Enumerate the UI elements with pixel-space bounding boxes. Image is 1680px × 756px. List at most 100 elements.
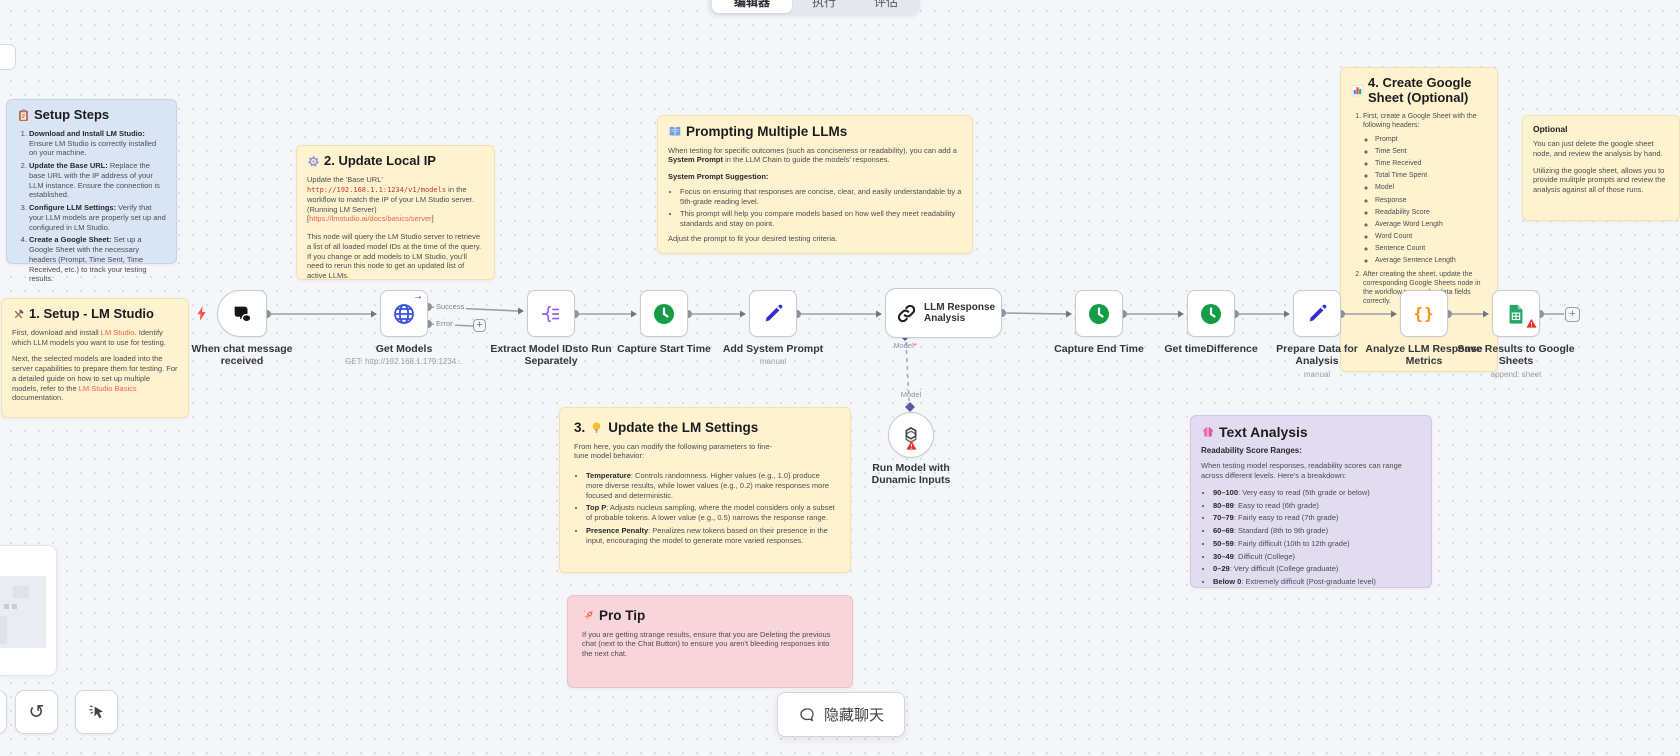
- node-label: Get timeDifference: [1164, 343, 1258, 355]
- sticky-optional[interactable]: Optional You can just delete the google …: [1522, 115, 1680, 221]
- cursor-icon: [88, 705, 103, 719]
- node-run-model[interactable]: [888, 412, 934, 458]
- sticky-title: 2. Update Local IP: [307, 153, 484, 169]
- panel-toggle-button[interactable]: [0, 44, 16, 70]
- wire-label-success: Success: [434, 302, 467, 311]
- brain-icon: [1203, 427, 1213, 437]
- tab-editor[interactable]: 编辑器: [712, 0, 793, 13]
- sticky-paragraph: If you are getting strange results, ensu…: [582, 629, 831, 659]
- setup-step: Download and Install LM Studio: Ensure L…: [29, 129, 166, 158]
- sticky-paragraph: Adjust the prompt to fit your desired te…: [668, 233, 838, 243]
- sticky-paragraph: Next, the selected models are loaded int…: [12, 354, 178, 403]
- node-get-time-difference[interactable]: [1187, 290, 1235, 337]
- tidy-up-button[interactable]: [75, 690, 118, 734]
- setting-item: Temperature: Controls randomness. Higher…: [586, 471, 836, 500]
- range-item: 80–89: Easy to read (6th grade): [1213, 501, 1421, 511]
- node-label: Capture Start Time: [617, 343, 711, 355]
- add-node-button-end[interactable]: +: [1565, 307, 1580, 322]
- book-icon: [669, 126, 681, 137]
- node-capture-start-time[interactable]: [640, 290, 688, 337]
- gear-icon: [308, 156, 319, 167]
- range-item: 70–79: Fairly easy to read (7th grade): [1213, 513, 1421, 523]
- bulb-icon: [592, 422, 601, 433]
- sheet-header: Average Word Length: [1375, 220, 1487, 229]
- lm-server-link[interactable]: https://lmstudio.ai/docs/basics/server: [309, 214, 432, 224]
- suggestion-item: This prompt will help you compare models…: [680, 209, 962, 229]
- sticky-paragraph: You can just delete the google sheet nod…: [1533, 139, 1663, 158]
- sheet-header: Average Sentence Length: [1375, 256, 1487, 265]
- node-llm-response-analysis[interactable]: LLM Response Analysis: [885, 288, 1002, 338]
- tab-evaluations[interactable]: 评估: [874, 0, 899, 9]
- tab-executions[interactable]: 执行: [812, 0, 837, 9]
- sticky-title: Prompting Multiple LLMs: [668, 124, 962, 140]
- pencil-icon: [765, 304, 783, 321]
- sticky-subhead: Readability Score Ranges:: [1201, 446, 1302, 456]
- node-label: Run Model with Dunamic Inputs: [871, 462, 951, 487]
- sticky-prompting-llms[interactable]: Prompting Multiple LLMs When testing for…: [657, 115, 973, 254]
- node-subtitle: manual: [1303, 369, 1331, 379]
- sheet-header: Time Sent: [1375, 147, 1487, 156]
- node-prepare-data[interactable]: [1293, 290, 1341, 337]
- undo-icon: ↺: [28, 701, 45, 723]
- globe-icon: [394, 303, 414, 324]
- cut-button[interactable]: [0, 690, 7, 734]
- sticky-title: 3. Update the LM Settings: [574, 420, 759, 435]
- tools-icon: [14, 309, 24, 319]
- hide-chat-button[interactable]: 隐藏聊天: [777, 692, 905, 737]
- trigger-bolt-icon: [196, 305, 208, 327]
- lm-studio-link[interactable]: LM Studio: [100, 327, 135, 337]
- hide-chat-label: 隐藏聊天: [823, 707, 884, 724]
- split-icon: [541, 305, 560, 322]
- view-tabs: 编辑器 执行 评估: [708, 0, 921, 16]
- node-extract-model-ids[interactable]: [527, 290, 575, 337]
- node-subtitle: GET: http://192.168.1.179:1234...: [345, 357, 463, 367]
- sheet-step: First, create a Google Sheet with the fo…: [1363, 112, 1487, 265]
- node-get-models[interactable]: →: [380, 290, 428, 337]
- minimap[interactable]: [0, 545, 57, 676]
- wire-label-error: Error: [434, 319, 455, 328]
- range-item: 0–29: Very difficult (College graduate): [1213, 564, 1421, 574]
- rocket-icon: [583, 610, 594, 620]
- add-node-button-error[interactable]: +: [473, 319, 486, 332]
- setup-step: Create a Google Sheet: Set up a Google S…: [29, 235, 166, 284]
- node-label: Analyze LLM Response Metrics: [1365, 343, 1483, 368]
- sticky-paragraph: Utilizing the google sheet, allows you t…: [1533, 165, 1666, 195]
- port-label-model-required: Model*: [893, 341, 917, 350]
- chat-bubble-icon: [800, 707, 814, 721]
- sticky-title: 4. Create Google Sheet (Optional): [1351, 75, 1487, 106]
- node-capture-end-time[interactable]: [1075, 290, 1123, 337]
- clock-icon: [1201, 303, 1221, 324]
- node-save-google-sheets[interactable]: [1492, 290, 1540, 337]
- sticky-setup-lm-studio[interactable]: 1. Setup - LM Studio First, download and…: [1, 298, 189, 418]
- node-chat-trigger[interactable]: [217, 290, 267, 337]
- sticky-pro-tip[interactable]: Pro Tip If you are getting strange resul…: [567, 595, 853, 688]
- node-analyze-metrics[interactable]: {}: [1400, 290, 1448, 337]
- sheet-header: Response: [1375, 196, 1487, 205]
- node-add-system-prompt[interactable]: [749, 290, 797, 337]
- warning-icon: [1526, 316, 1537, 334]
- sticky-title: Setup Steps: [17, 107, 166, 123]
- port-label-model: Model: [900, 390, 922, 399]
- sticky-text-analysis[interactable]: Text Analysis Readability Score Ranges: …: [1190, 415, 1432, 588]
- node-subtitle: manual: [759, 357, 787, 367]
- range-item: Below 0: Extremely difficult (Post-gradu…: [1213, 577, 1421, 587]
- sheets-icon: [1509, 304, 1523, 324]
- sheet-header: Total Time Spent: [1375, 171, 1487, 180]
- sticky-paragraph: When testing for specific outcomes (such…: [668, 145, 957, 165]
- sticky-setup-steps[interactable]: Setup Steps Download and Install LM Stud…: [6, 99, 177, 283]
- sticky-create-google-sheet[interactable]: 4. Create Google Sheet (Optional) First,…: [1340, 67, 1498, 372]
- setting-item: Top P: Adjusts nucleus sampling, where t…: [586, 503, 836, 523]
- clock-icon: [654, 303, 674, 324]
- sticky-title: Pro Tip: [582, 608, 838, 624]
- sticky-title: 1. Setup - LM Studio: [12, 306, 178, 322]
- sticky-paragraph: When testing model responses, readabilit…: [1201, 461, 1402, 481]
- base-url-code: http://192.168.1.1:1234/v1/models: [307, 185, 447, 194]
- sticky-update-lm-settings[interactable]: 3. Update the LM Settings From here, you…: [559, 407, 851, 573]
- arrow-badge: →: [413, 291, 423, 302]
- sticky-update-local-ip[interactable]: 2. Update Local IP Update the 'Base URL'…: [296, 145, 495, 280]
- reset-view-button[interactable]: ↺: [15, 690, 58, 734]
- sticky-paragraph: First, download and install LM Studio. I…: [12, 327, 166, 347]
- range-item: 50–59: Fairly difficult (10th to 12th gr…: [1213, 539, 1421, 549]
- lm-studio-basics-link[interactable]: LM Studio Basics: [78, 383, 137, 393]
